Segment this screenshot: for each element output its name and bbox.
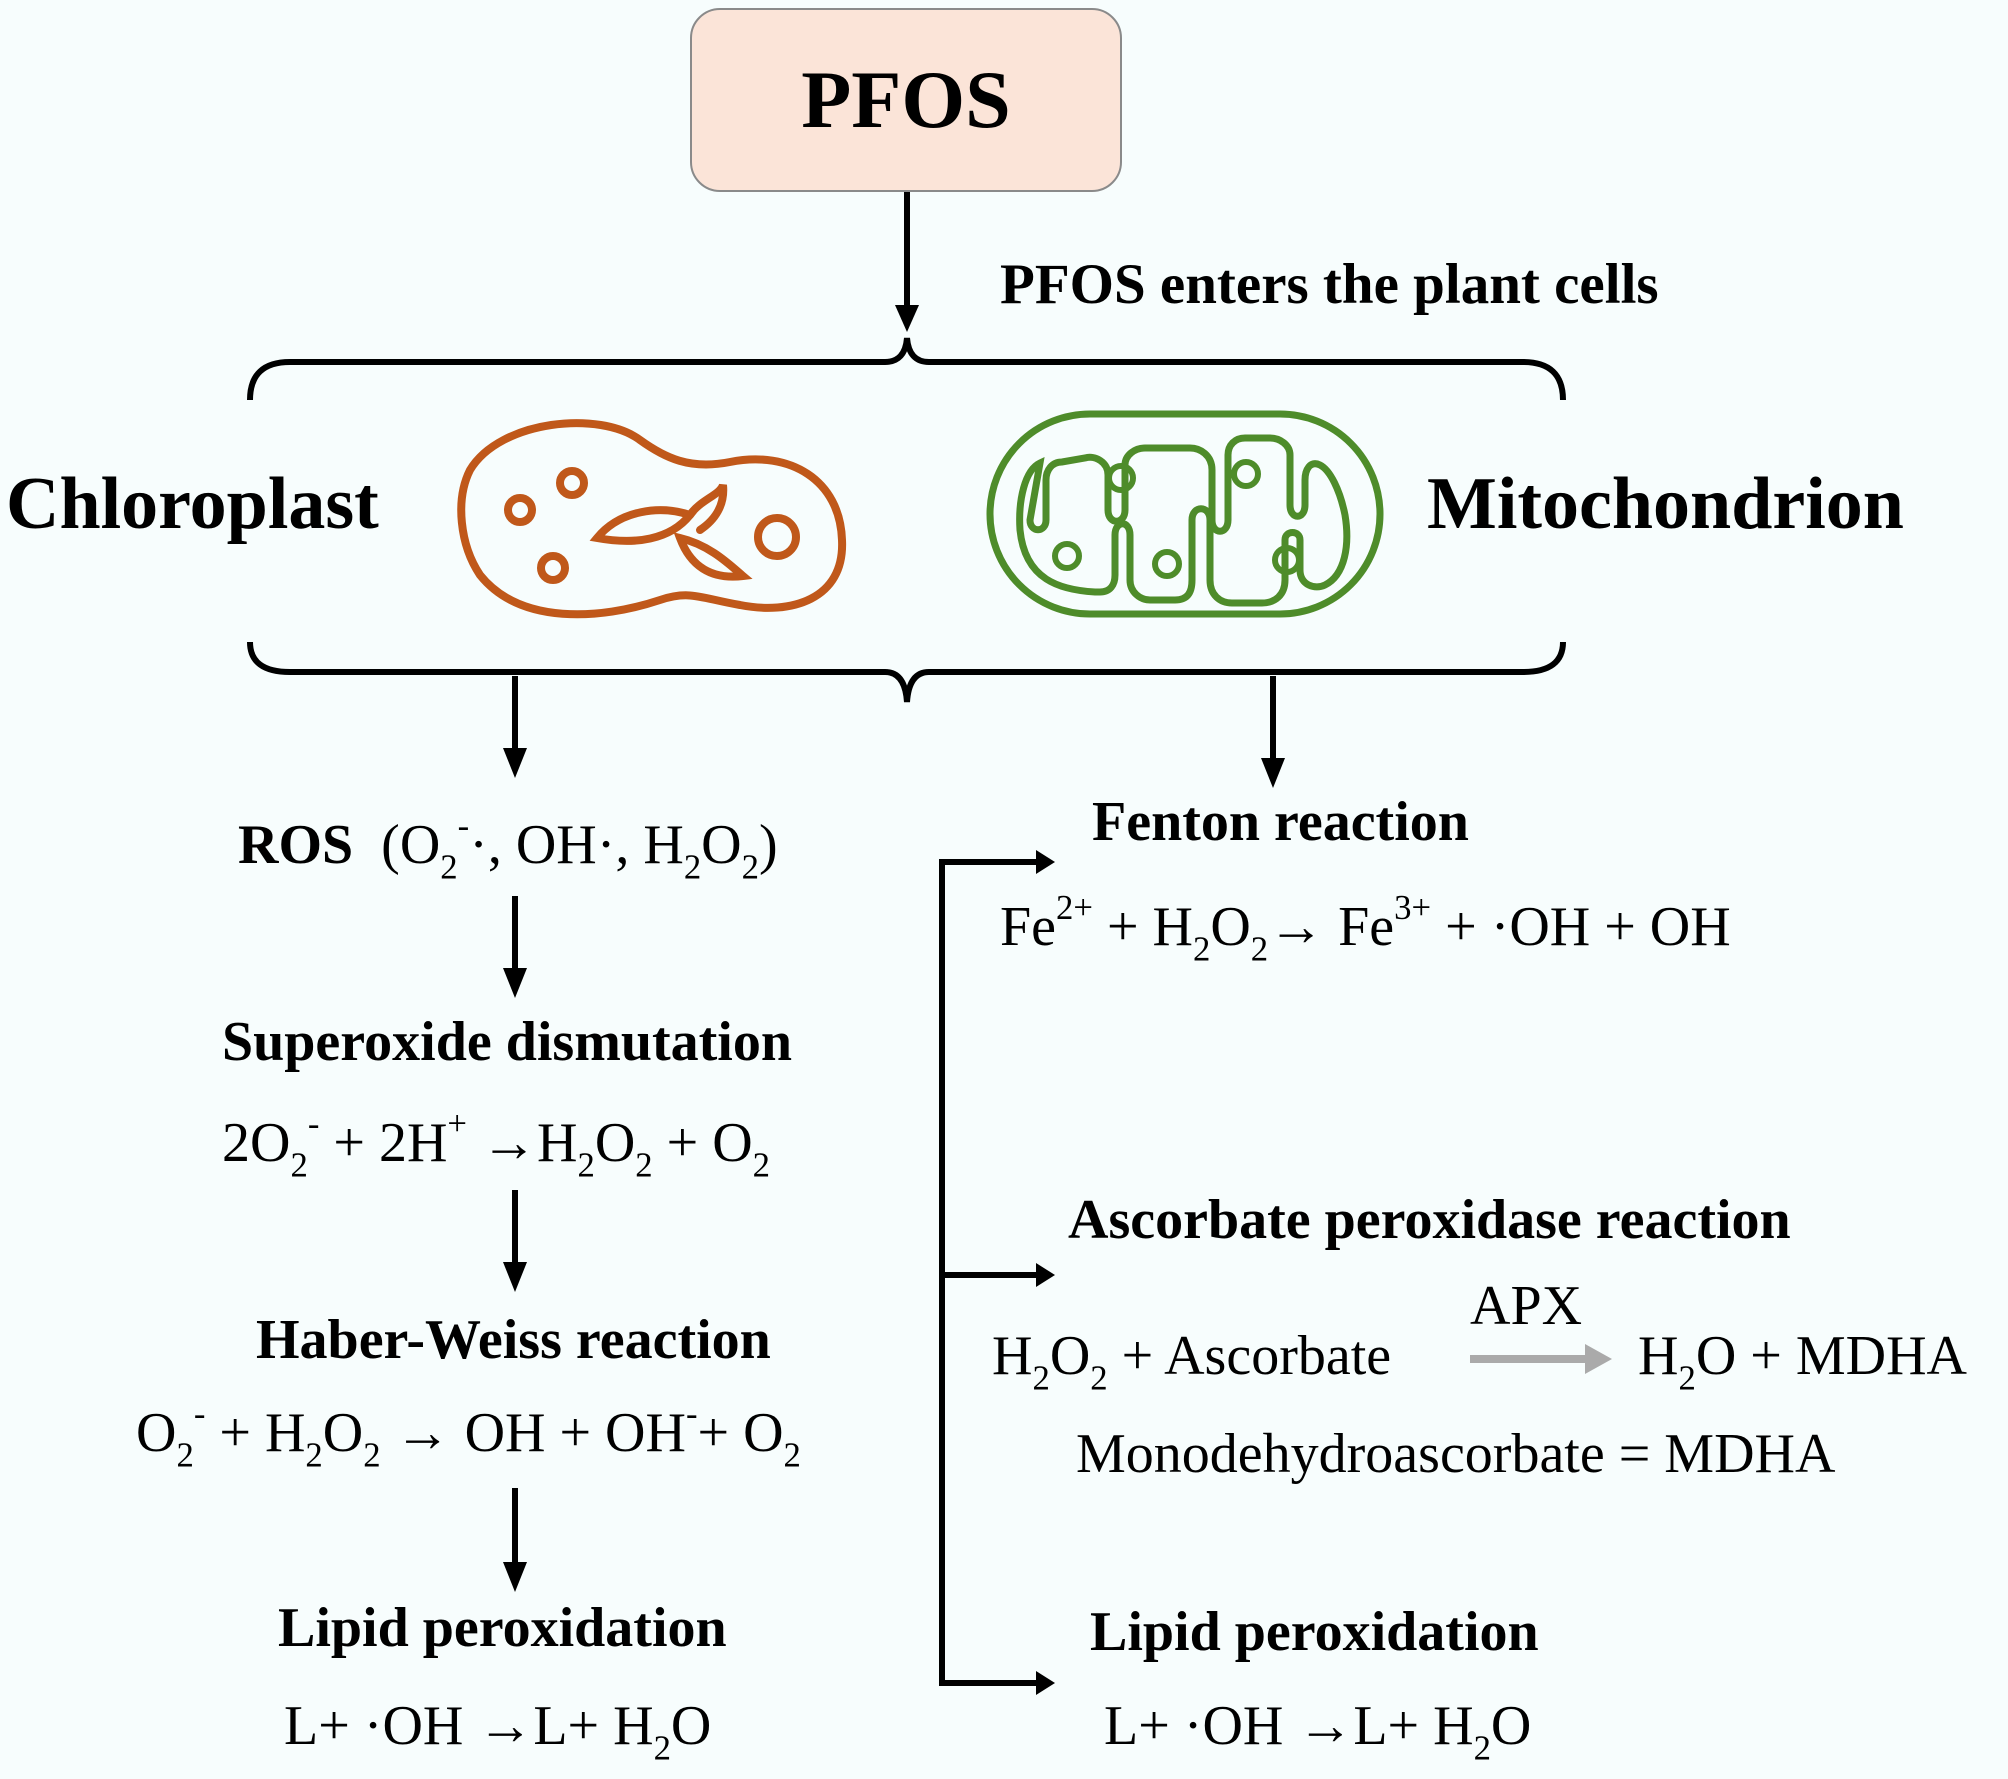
sod-title: Superoxide dismutation <box>222 1011 792 1073</box>
equation-part: 2O <box>222 1112 291 1175</box>
subscript: 2 <box>752 1145 771 1185</box>
fenton-title: Fenton reaction <box>1092 791 1469 853</box>
ros-arrowhead <box>503 748 527 778</box>
chloroplast-icon <box>457 419 847 619</box>
haber-arrowhead <box>503 1262 527 1292</box>
equation-part: L+ ·OH →L+ H <box>1104 1695 1474 1757</box>
lipid-left-title: Lipid peroxidation <box>278 1597 727 1659</box>
lipid-left-arrowhead <box>503 1562 527 1592</box>
apx-arrow <box>1470 1344 1612 1374</box>
mitochondrion-icon <box>986 410 1384 618</box>
equation-part: O <box>136 1402 177 1465</box>
subscript: 2 <box>1192 929 1211 969</box>
ros-species: ·, OH·, H <box>469 814 684 877</box>
superscript: - <box>193 1394 206 1433</box>
apx-branch-arrowhead <box>1036 1263 1055 1287</box>
subscript: 2 <box>635 1145 653 1185</box>
lipid-right-title: Lipid peroxidation <box>1090 1601 1539 1663</box>
subscript: 2 <box>577 1145 595 1185</box>
superscript: 3+ <box>1394 888 1432 927</box>
equation-part: → OH + OH <box>380 1402 686 1465</box>
subscript: 2 <box>741 847 759 887</box>
superscript: - <box>307 1104 320 1143</box>
top-bracket <box>247 337 1566 401</box>
equation-part: H <box>1638 1325 1679 1387</box>
equation-part: O <box>1049 1325 1091 1387</box>
equation-part: O + MDHA <box>1695 1325 1967 1387</box>
chloroplast-label: Chloroplast <box>6 463 379 545</box>
subscript: 2 <box>363 1435 381 1475</box>
equation-part: H <box>992 1325 1033 1387</box>
subscript: 2 <box>176 1435 194 1475</box>
lipid-left-equation: L+ ·OH →L+ H2O <box>284 1694 711 1769</box>
fenton-equation: Fe2+ + H2O2→ Fe3+ + ·OH + OH <box>1000 888 1731 970</box>
pfos-title: PFOS <box>801 54 1011 145</box>
ros-species: O <box>399 814 441 877</box>
apx-enzyme-label: APX <box>1470 1275 1583 1337</box>
apx-note: Monodehydroascorbate = MDHA <box>1076 1423 1836 1485</box>
equation-part: → Fe <box>1268 896 1395 959</box>
subscript: 2 <box>653 1728 671 1768</box>
mitochondrion-label: Mitochondrion <box>1427 463 1904 545</box>
superscript: + <box>447 1104 467 1143</box>
haber-equation: O2- + H2O2 → OH + OH-+ O2 <box>136 1394 801 1476</box>
apx-title: Ascorbate peroxidase reaction <box>1068 1189 1791 1251</box>
sod-arrowhead <box>503 968 527 998</box>
equation-part: + H <box>205 1402 306 1465</box>
subscript: 2 <box>1250 929 1269 969</box>
equation-part: + ·OH + OH <box>1431 896 1731 959</box>
ros-species: O <box>701 814 742 877</box>
equation-part: O <box>1490 1695 1532 1757</box>
apx-equation-left: H2O2 + Ascorbate <box>992 1324 1391 1399</box>
superscript: - <box>457 806 470 845</box>
equation-part: O <box>322 1402 364 1465</box>
equation-part: L+ ·OH →L+ H <box>284 1695 654 1757</box>
pfos-arrowhead <box>895 305 919 332</box>
equation-part: + 2H <box>319 1112 448 1175</box>
haber-title: Haber-Weiss reaction <box>256 1309 771 1371</box>
fenton-branch-arrowhead <box>1036 850 1055 874</box>
entry-label: PFOS enters the plant cells <box>1000 253 1659 316</box>
ros-label: ROS <box>238 814 354 877</box>
superscript: - <box>685 1394 698 1433</box>
subscript: 2 <box>305 1435 323 1475</box>
equation-part: Fe <box>1000 896 1056 959</box>
lipid-right-equation: L+ ·OH →L+ H2O <box>1104 1694 1531 1769</box>
subscript: 2 <box>783 1435 801 1475</box>
superscript: 2+ <box>1056 888 1093 927</box>
equation-part: + O <box>697 1402 784 1465</box>
subscript: 2 <box>683 847 702 887</box>
lipid-right-arrowhead <box>1036 1671 1055 1695</box>
equation-part: →H <box>467 1112 578 1175</box>
bottom-bracket <box>247 641 1566 703</box>
subscript: 2 <box>1032 1358 1050 1398</box>
equation-part: O <box>1210 896 1251 959</box>
subscript: 2 <box>290 1145 308 1185</box>
subscript: 2 <box>1090 1358 1108 1398</box>
subscript: 2 <box>440 847 458 887</box>
equation-part: + H <box>1092 896 1193 959</box>
pfos-box: PFOS <box>690 8 1122 192</box>
ros-line: ROS (O2-·, OH·, H2O2) <box>238 806 778 887</box>
subscript: 2 <box>1473 1728 1491 1768</box>
subscript: 2 <box>1678 1358 1696 1398</box>
equation-part: + O <box>652 1112 753 1175</box>
sod-equation: 2O2- + 2H+ →H2O2 + O2 <box>222 1104 770 1186</box>
equation-part: O <box>670 1695 712 1757</box>
equation-part: O <box>594 1112 636 1175</box>
equation-part: + Ascorbate <box>1107 1325 1392 1387</box>
fenton-down-arrowhead <box>1261 758 1285 788</box>
apx-equation-right: H2O + MDHA <box>1638 1324 1967 1399</box>
